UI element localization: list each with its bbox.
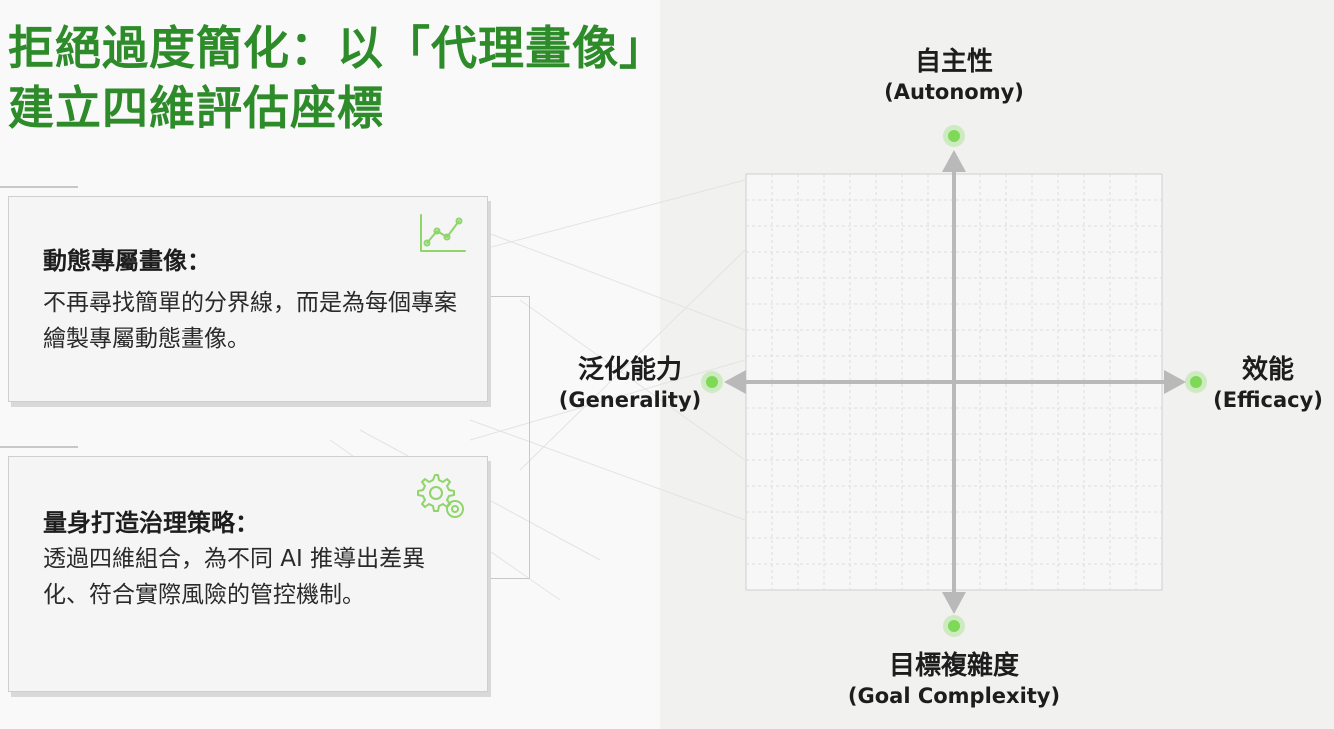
connector-vertical: [529, 296, 530, 579]
endpoint-right: [1190, 376, 1202, 388]
connector-bottom-bracket: [0, 446, 78, 448]
page-title-line-2: 建立四維評估座標: [8, 81, 384, 135]
card-dynamic-profile: 動態專屬畫像： 不再尋找簡單的分界線，而是為每個專案繪製專屬動態畫像。: [8, 196, 488, 402]
connector-top-bracket: [0, 186, 78, 188]
page-title: 拒絕過度簡化：以「代理畫像」 建立四維評估座標: [8, 18, 666, 138]
axis-top-sublabel: (Autonomy): [884, 80, 1024, 104]
axis-left-sublabel: (Generality): [558, 388, 702, 412]
card-2-title: 量身打造治理策略：: [43, 509, 259, 537]
card-1-title: 動態專屬畫像：: [43, 247, 211, 275]
axis-label-top: 自主性 (Autonomy): [854, 46, 1054, 106]
gears-icon: [417, 474, 464, 518]
axis-right-label: 效能: [1241, 355, 1294, 385]
endpoint-top: [948, 130, 960, 142]
axis-left-label: 泛化能力: [577, 355, 682, 385]
horizontal-axis-arrow-left: [724, 370, 746, 394]
axis-bottom-sublabel: (Goal Complexity): [847, 684, 1061, 708]
axis-top-label: 自主性: [914, 47, 993, 77]
line-chart-icon: [420, 214, 466, 252]
connector-card2-right: [486, 578, 530, 579]
card-2-text: 透過四維組合，為不同 AI 推導出差異化、符合實際風險的管控機制。: [43, 546, 426, 608]
endpoint-bottom: [948, 620, 960, 632]
axis-bottom-label: 目標複雜度: [888, 651, 1019, 681]
axis-right-sublabel: (Efficacy): [1213, 388, 1323, 412]
axis-label-left: 泛化能力 (Generality): [552, 354, 708, 414]
vertical-axis-arrow-up: [942, 150, 966, 172]
endpoint-left: [706, 376, 718, 388]
axis-label-right: 效能 (Efficacy): [1208, 354, 1328, 414]
connector-card1-right: [486, 296, 530, 297]
horizontal-axis-arrow-right: [1164, 370, 1186, 394]
page-title-line-1: 拒絕過度簡化：以「代理畫像」: [8, 21, 666, 75]
card-governance-strategy: 量身打造治理策略： 透過四維組合，為不同 AI 推導出差異化、符合實際風險的管控…: [8, 456, 488, 692]
vertical-axis-arrow-down: [942, 592, 966, 614]
axis-label-bottom: 目標複雜度 (Goal Complexity): [824, 650, 1084, 710]
card-1-text: 不再尋找簡單的分界線，而是為每個專案繪製專屬動態畫像。: [43, 290, 457, 352]
